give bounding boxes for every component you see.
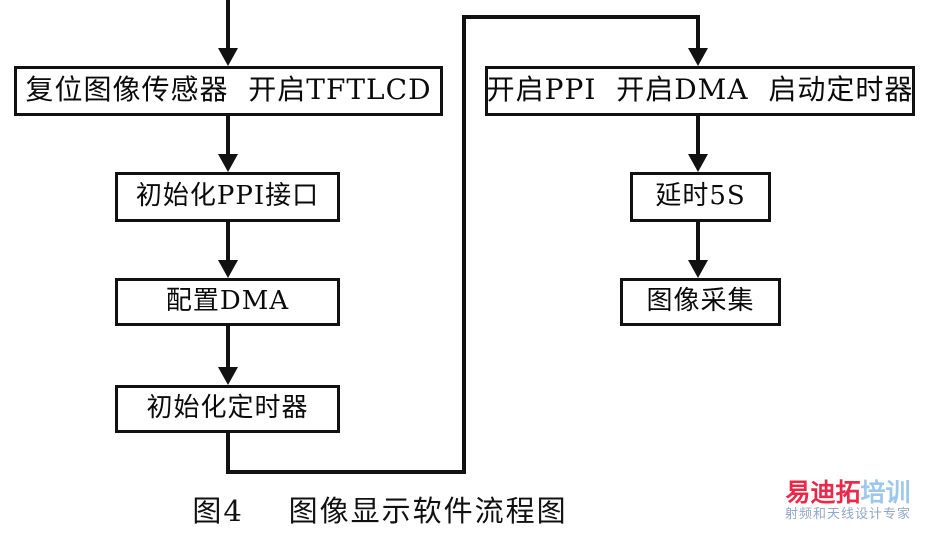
watermark-brand-part-2: 培训 (860, 478, 911, 507)
process-box-enable-ppi-dma-timer[interactable]: 开启PPI 开启DMA 启动定时器 (485, 66, 915, 116)
connector-init-timer-down (226, 433, 230, 474)
process-box-init-ppi-label: 初始化PPI接口 (135, 181, 320, 211)
process-box-image-capture[interactable]: 图像采集 (620, 278, 781, 326)
watermark-tagline: 射频和天线设计专家 (784, 507, 911, 522)
connector-bottom-horizontal (226, 470, 466, 474)
arrowhead-init-ppi-to-cfg-dma (218, 260, 238, 278)
connector-delay-to-capture (696, 222, 700, 264)
figure-caption: 图4 图像显示软件流程图 (192, 494, 568, 528)
process-box-reset-sensor-label: 复位图像传感器 开启TFTLCD (25, 73, 432, 106)
arrowhead-reset-to-init-ppi (218, 154, 238, 172)
connector-init-ppi-to-cfg-dma (226, 222, 230, 264)
arrowhead-cfg-dma-to-init-timer (218, 367, 238, 385)
process-box-delay-5s[interactable]: 延时5S (630, 172, 771, 222)
connector-reset-to-init-ppi (226, 116, 230, 158)
process-box-config-dma[interactable]: 配置DMA (115, 278, 340, 326)
watermark-logo: 易迪拓培训 射频和天线设计专家 (772, 479, 924, 531)
connector-top-horizontal (462, 15, 700, 19)
arrowhead-start-to-reset (218, 48, 238, 66)
watermark-brand: 易迪拓培训 (772, 479, 924, 506)
connector-right-vertical-riser (462, 15, 466, 474)
arrowhead-enable-to-delay (688, 154, 708, 172)
process-box-reset-sensor[interactable]: 复位图像传感器 开启TFTLCD (14, 66, 443, 116)
process-box-image-capture-label: 图像采集 (646, 286, 755, 316)
process-box-delay-5s-label: 延时5S (655, 181, 746, 211)
connector-enable-to-delay (696, 116, 700, 158)
process-box-init-ppi[interactable]: 初始化PPI接口 (115, 172, 340, 222)
connector-into-enable (696, 15, 700, 53)
process-box-config-dma-label: 配置DMA (165, 286, 290, 316)
connector-cfg-dma-to-init-timer (226, 326, 230, 371)
watermark-brand-part-1: 易迪拓 (785, 478, 861, 507)
connector-start-to-reset (226, 0, 230, 52)
arrowhead-delay-to-capture (688, 260, 708, 278)
process-box-init-timer[interactable]: 初始化定时器 (115, 385, 340, 433)
process-box-enable-ppi-dma-timer-label: 开启PPI 开启DMA 启动定时器 (486, 73, 914, 106)
arrowhead-into-enable (688, 48, 708, 66)
process-box-init-timer-label: 初始化定时器 (146, 393, 309, 423)
